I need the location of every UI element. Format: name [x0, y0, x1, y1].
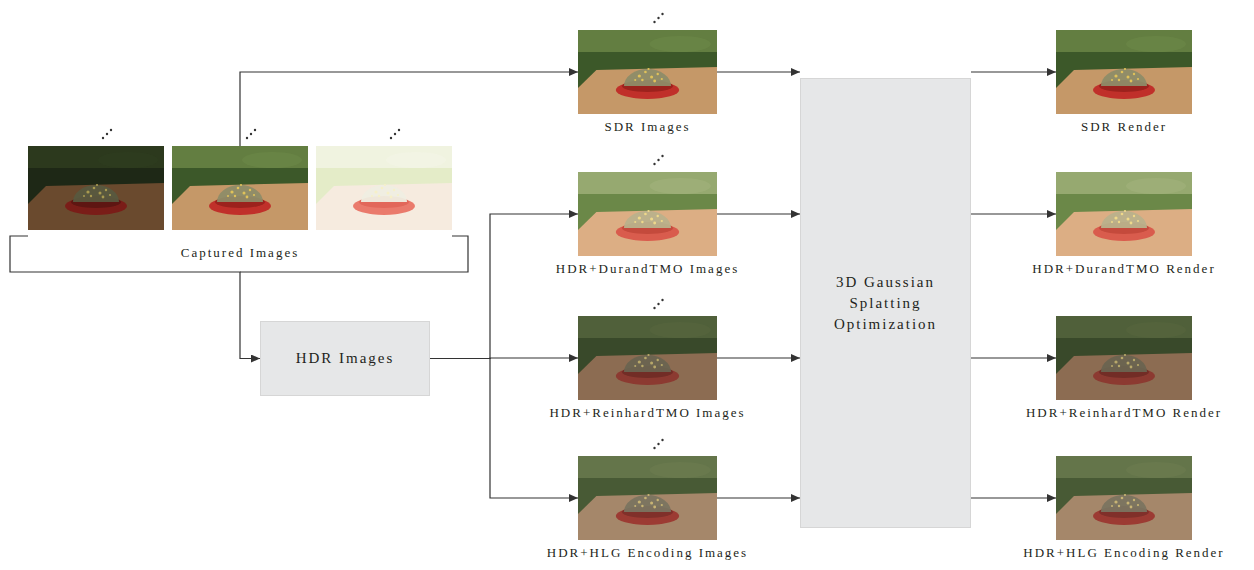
- arrow-connector: [971, 213, 1056, 214]
- photo: [1056, 172, 1192, 256]
- stack-dot: [110, 129, 112, 131]
- stack-dot: [394, 133, 396, 135]
- stack-dot: [657, 159, 659, 161]
- stack-dot: [661, 13, 663, 15]
- caption: HDR+HLG Encoding Render: [1023, 545, 1224, 561]
- photo: [578, 456, 717, 540]
- caption: HDR+ReinhardTMO Images: [549, 405, 745, 421]
- stack-dot: [106, 133, 108, 135]
- caption: SDR Images: [604, 119, 690, 135]
- stack-dot: [250, 133, 252, 135]
- image-set: HDR+DurandTMO Images: [578, 172, 717, 256]
- arrow-connector: [717, 213, 800, 214]
- photo: [578, 172, 717, 256]
- caption: HDR+DurandTMO Render: [1032, 261, 1215, 277]
- image-set: HDR+HLG Encoding Render: [1056, 456, 1192, 540]
- image-set: HDR+DurandTMO Render: [1056, 172, 1192, 256]
- photo: [316, 146, 452, 230]
- arrow-connector: [971, 71, 1056, 72]
- stack-dot: [661, 299, 663, 301]
- stack-dot: [102, 137, 104, 139]
- stack-dot: [653, 163, 655, 165]
- caption: HDR+ReinhardTMO Render: [1026, 405, 1222, 421]
- image-set: SDR Images: [578, 30, 717, 114]
- caption: SDR Render: [1081, 119, 1167, 135]
- photo: [578, 30, 717, 114]
- photo: [172, 146, 308, 230]
- photo: [578, 316, 717, 400]
- box-label: 3D Gaussian Splatting Optimization: [834, 272, 937, 335]
- process-box: HDR Images: [260, 321, 430, 396]
- photo: [28, 146, 164, 230]
- arrow-connector: [717, 357, 800, 358]
- stack-dot: [390, 137, 392, 139]
- process-box: 3D Gaussian Splatting Optimization: [800, 78, 971, 528]
- stack-dot: [657, 443, 659, 445]
- box-label: HDR Images: [296, 348, 395, 369]
- arrow-connector: [971, 497, 1056, 498]
- arrow-connector: [717, 497, 800, 498]
- image-set: HDR+HLG Encoding Images: [578, 456, 717, 540]
- caption: HDR+HLG Encoding Images: [547, 545, 748, 561]
- stack-dot: [657, 303, 659, 305]
- stack-dot: [653, 307, 655, 309]
- arrow-connector: [971, 357, 1056, 358]
- image-set: Captured Images: [28, 146, 452, 240]
- arrow-connector: [240, 72, 578, 146]
- image-set: SDR Render: [1056, 30, 1192, 114]
- caption: HDR+DurandTMO Images: [556, 261, 739, 277]
- photo: [1056, 316, 1192, 400]
- caption: Captured Images: [181, 245, 299, 261]
- stack-dot: [661, 439, 663, 441]
- stack-dot: [246, 137, 248, 139]
- stack-dot: [398, 129, 400, 131]
- arrow-connector: [430, 359, 578, 499]
- stack-dot: [657, 17, 659, 19]
- arrow-connector: [717, 71, 800, 72]
- image-set: HDR+ReinhardTMO Images: [578, 316, 717, 400]
- arrow-connector: [430, 214, 578, 359]
- stack-dot: [653, 21, 655, 23]
- stack-dot: [661, 155, 663, 157]
- image-set: HDR+ReinhardTMO Render: [1056, 316, 1192, 400]
- stack-dot: [653, 447, 655, 449]
- stack-dot: [254, 129, 256, 131]
- photo: [1056, 456, 1192, 540]
- photo: [1056, 30, 1192, 114]
